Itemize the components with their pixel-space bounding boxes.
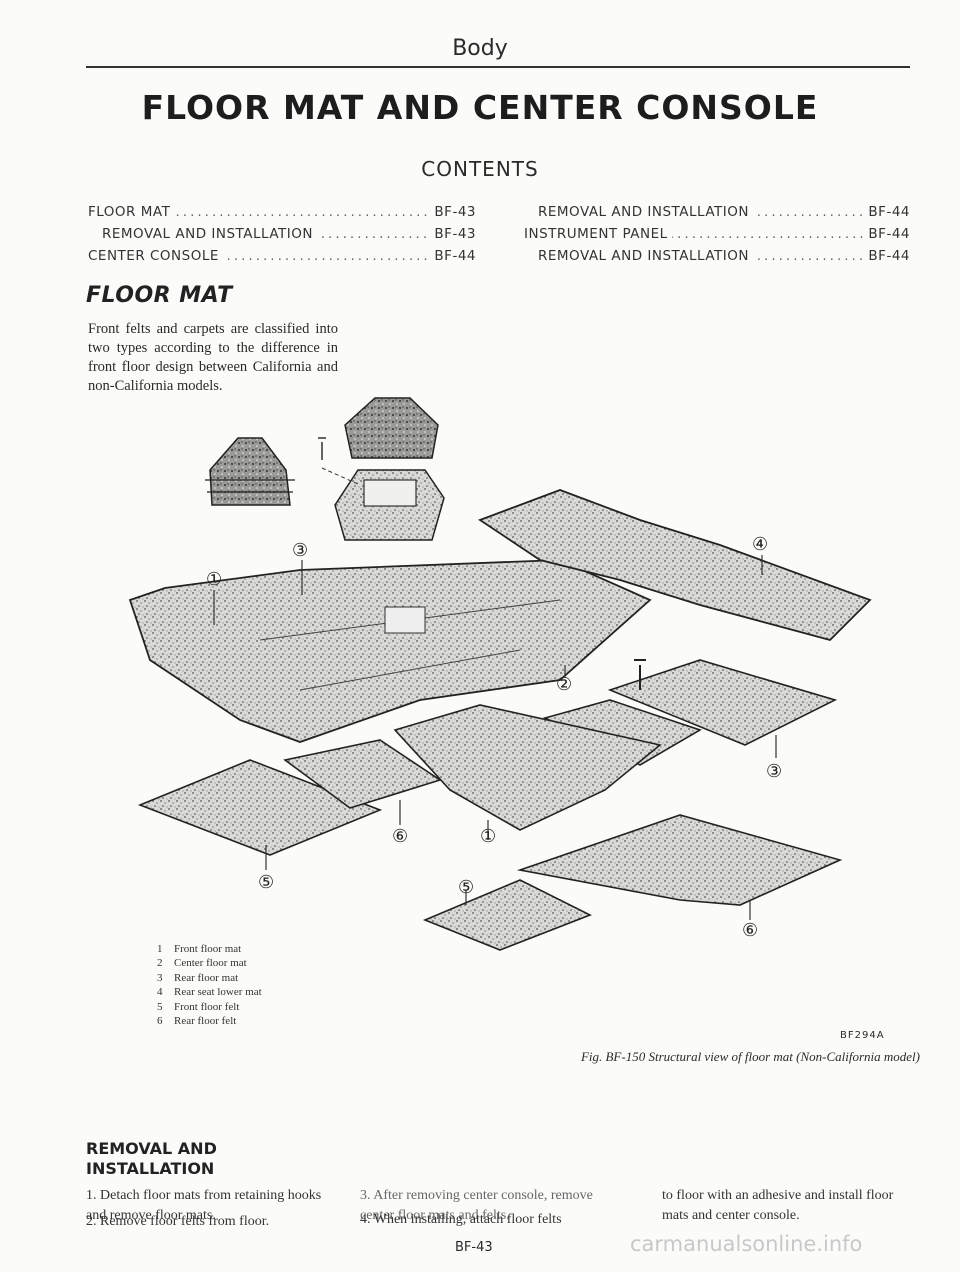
toc-page: BF-43: [434, 226, 476, 242]
callout-3: ③: [292, 540, 308, 561]
floor-mat-heading: FLOOR MAT: [86, 283, 233, 308]
step-4: 4. When installing, attach floor felts: [360, 1212, 562, 1227]
callout-6: ⑥: [742, 920, 758, 941]
toc-label: REMOVAL AND INSTALLATION: [538, 201, 753, 223]
toc-label: INSTRUMENT PANEL: [524, 223, 672, 245]
header-rule: [86, 66, 910, 68]
center-floor-mat-part: [393, 704, 662, 831]
step-4-continued: to floor with an adhesive and install fl…: [662, 1188, 894, 1223]
step-3: 3. After removing center console, remove…: [360, 1188, 593, 1223]
step-1: 1. Detach floor mats from retaining hook…: [86, 1188, 322, 1223]
toc-page: BF-43: [434, 204, 476, 220]
front-floor-felt-part: [137, 739, 442, 856]
step-2: 2. Remove floor felts from floor.: [86, 1214, 270, 1229]
floor-mat-intro: Front felts and carpets are classified i…: [88, 321, 338, 394]
rear-floor-mat-part: [542, 659, 838, 766]
section-header: Body: [452, 36, 508, 61]
callout-6: ⑥: [392, 826, 408, 847]
figure-caption: Fig. BF-150 Structural view of floor mat…: [580, 1049, 920, 1064]
toc-page: BF-44: [434, 248, 476, 264]
contents-heading: CONTENTS: [421, 157, 539, 181]
callout-1: ①: [480, 826, 496, 847]
toc-entry[interactable]: ........................................…: [102, 223, 476, 245]
callout-2: ②: [556, 674, 572, 695]
removal-heading: REMOVAL AND INSTALLATION: [86, 1139, 217, 1179]
callout-4: ④: [752, 534, 768, 555]
toc-page: BF-44: [868, 204, 910, 220]
callout-1: ①: [206, 569, 222, 590]
toc-label: CENTER CONSOLE: [88, 245, 223, 267]
removal-heading-line: INSTALLATION: [86, 1159, 215, 1178]
page-title: FLOOR MAT AND CENTER CONSOLE: [141, 88, 819, 127]
shift-boot-part: [205, 437, 295, 506]
front-floor-mat-part: [128, 559, 652, 743]
watermark[interactable]: carmanualsonline.info: [630, 1232, 863, 1256]
toc-label: REMOVAL AND INSTALLATION: [538, 245, 753, 267]
figure-code: BF294A: [840, 1030, 885, 1041]
removal-heading-line: REMOVAL AND: [86, 1139, 217, 1158]
rear-seat-lower-mat-part: [478, 489, 872, 642]
rear-floor-felt-part: [422, 814, 843, 951]
toc-page: BF-44: [868, 248, 910, 264]
console-boot-part: [318, 397, 445, 541]
toc-label: FLOOR MAT: [88, 201, 175, 223]
toc-entry[interactable]: ........................................…: [88, 201, 476, 223]
toc-entry[interactable]: ........................................…: [88, 245, 476, 267]
toc-entry[interactable]: ........................................…: [524, 223, 910, 245]
page-number: BF-43: [455, 1240, 493, 1255]
callout-5: ⑤: [458, 877, 474, 898]
toc-entry[interactable]: ........................................…: [538, 201, 910, 223]
callout-3: ③: [766, 761, 782, 782]
toc-label: REMOVAL AND INSTALLATION: [102, 223, 317, 245]
toc-page: BF-44: [868, 226, 910, 242]
callout-5: ⑤: [258, 872, 274, 893]
toc-entry[interactable]: ........................................…: [538, 245, 910, 267]
